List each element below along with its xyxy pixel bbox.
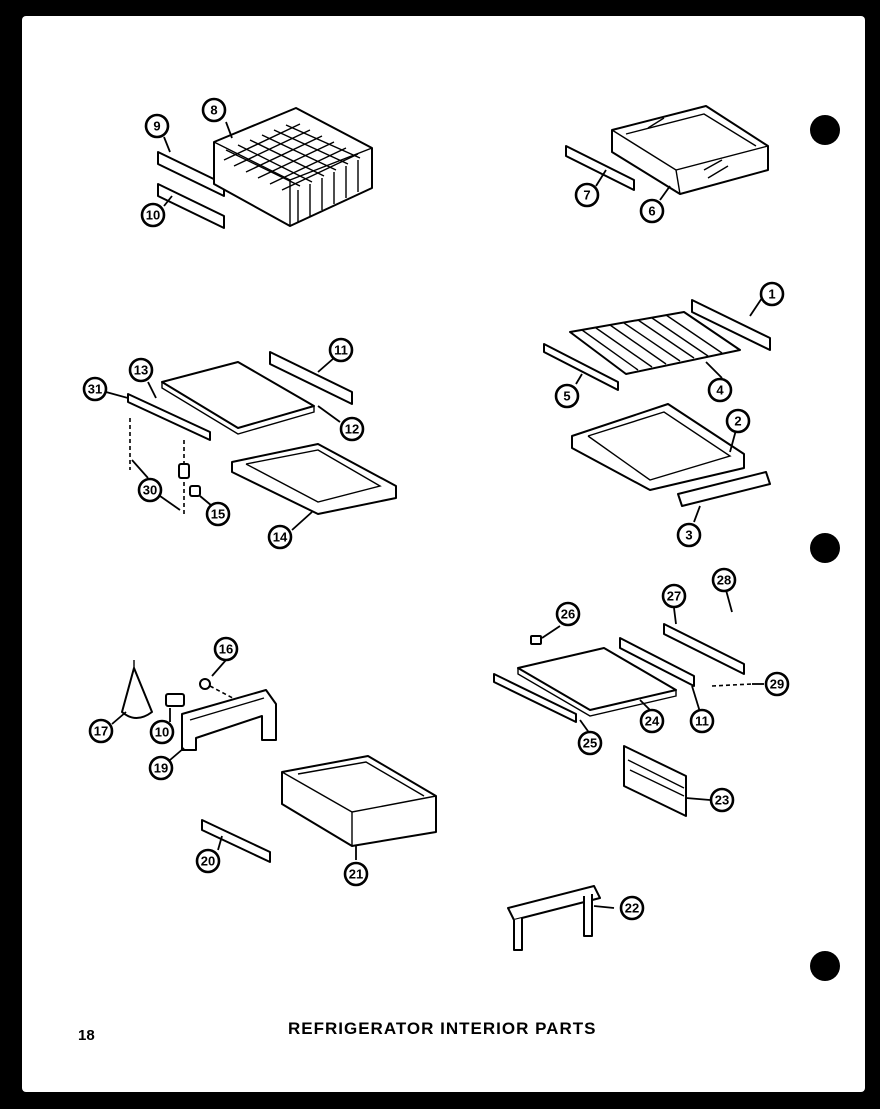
callout-11: 11 xyxy=(328,337,354,363)
callout-15-label: 15 xyxy=(211,507,225,522)
callout-5-label: 5 xyxy=(563,389,570,404)
callout-13: 13 xyxy=(128,357,154,383)
callout-1: 1 xyxy=(759,281,785,307)
binder-hole-middle xyxy=(810,533,840,563)
callout-19-label: 19 xyxy=(154,761,168,776)
callout-20-label: 20 xyxy=(201,854,215,869)
page-number: 18 xyxy=(78,1027,95,1044)
callout-23: 23 xyxy=(709,787,735,813)
callout-9-label: 9 xyxy=(153,119,160,134)
callout-8: 8 xyxy=(201,97,227,123)
callout-3-label: 3 xyxy=(685,528,692,543)
callout-20: 20 xyxy=(195,848,221,874)
callout-6: 6 xyxy=(639,198,665,224)
crisper-cover-assembly xyxy=(121,660,277,751)
callout-3: 3 xyxy=(676,522,702,548)
callout-4: 4 xyxy=(707,377,733,403)
callout-26-label: 26 xyxy=(561,607,575,622)
callout-1-label: 1 xyxy=(768,287,775,302)
callout-10-lower-label: 10 xyxy=(155,725,169,740)
callout-29-label: 29 xyxy=(770,677,784,692)
callout-30: 30 xyxy=(137,477,163,503)
callout-27: 27 xyxy=(661,583,687,609)
leader-lines xyxy=(105,121,764,909)
drawer-assembly xyxy=(201,755,437,863)
callout-24: 24 xyxy=(639,708,665,734)
callout-22-label: 22 xyxy=(625,901,639,916)
crisper-tray-assembly xyxy=(565,105,769,195)
callout-9: 9 xyxy=(144,113,170,139)
callout-17: 17 xyxy=(88,718,114,744)
callout-28: 28 xyxy=(711,567,737,593)
callout-6-label: 6 xyxy=(648,204,655,219)
callout-28-label: 28 xyxy=(717,573,731,588)
glass-shelf-assembly-right xyxy=(493,623,753,723)
shelf-support-rail xyxy=(507,885,601,951)
callout-7: 7 xyxy=(574,182,600,208)
callout-31: 31 xyxy=(82,376,108,402)
glass-shelf-assembly xyxy=(127,351,397,516)
binder-hole-top xyxy=(810,115,840,145)
callout-10-label: 10 xyxy=(146,208,160,223)
callout-26: 26 xyxy=(555,601,581,627)
callout-10-lower: 10 xyxy=(149,719,175,745)
callout-16: 16 xyxy=(213,636,239,662)
callout-2: 2 xyxy=(725,408,751,434)
callout-12: 12 xyxy=(339,416,365,442)
shelf-front-panel xyxy=(623,745,687,817)
callout-5: 5 xyxy=(554,383,580,409)
callout-21-label: 21 xyxy=(349,867,363,882)
wire-basket-assembly xyxy=(157,107,373,229)
callout-25-label: 25 xyxy=(583,736,597,751)
callout-11-lower: 11 xyxy=(689,708,715,734)
callout-19: 19 xyxy=(148,755,174,781)
callout-11-label: 11 xyxy=(334,343,348,358)
callout-27-label: 27 xyxy=(667,589,681,604)
callout-11-lower-label: 11 xyxy=(695,714,709,729)
callout-23-label: 23 xyxy=(715,793,729,808)
callout-8-label: 8 xyxy=(210,103,217,118)
callout-12-label: 12 xyxy=(345,422,359,437)
callout-31-label: 31 xyxy=(88,382,102,397)
callout-17-label: 17 xyxy=(94,724,108,739)
callout-29: 29 xyxy=(764,671,790,697)
callout-4-label: 4 xyxy=(716,383,724,398)
callout-16-label: 16 xyxy=(219,642,233,657)
paper-background xyxy=(22,16,865,1092)
binder-hole-bottom xyxy=(810,951,840,981)
callout-21: 21 xyxy=(343,861,369,887)
callout-30-label: 30 xyxy=(143,483,157,498)
callout-15: 15 xyxy=(205,501,231,527)
callout-7-label: 7 xyxy=(583,188,590,203)
wire-shelf-assembly xyxy=(543,299,771,507)
callout-25: 25 xyxy=(577,730,603,756)
callout-22: 22 xyxy=(619,895,645,921)
callout-24-label: 24 xyxy=(645,714,660,729)
page-title: REFRIGERATOR INTERIOR PARTS xyxy=(288,1019,596,1038)
callout-10: 10 xyxy=(140,202,166,228)
callout-2-label: 2 xyxy=(734,414,741,429)
callout-14: 14 xyxy=(267,524,293,550)
callout-13-label: 13 xyxy=(134,363,148,378)
callout-14-label: 14 xyxy=(273,530,288,545)
